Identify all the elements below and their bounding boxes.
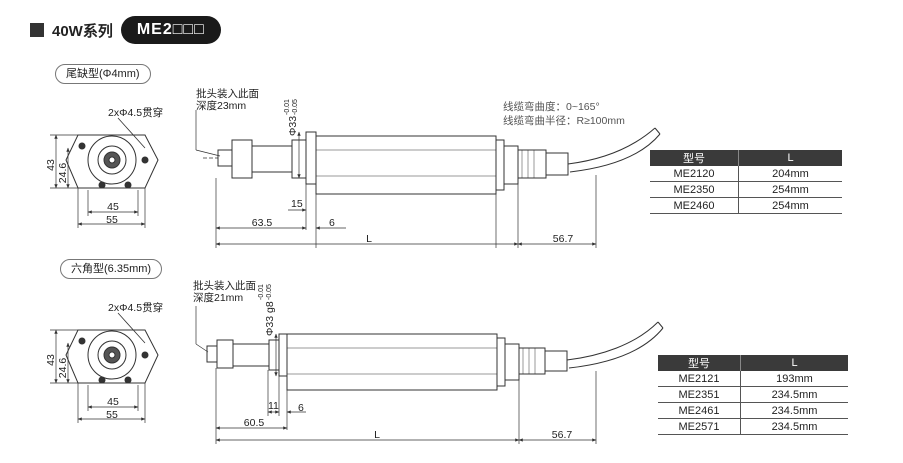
dim-43-1: 43: [45, 159, 57, 171]
hole-note-1: 2xΦ4.5贯穿: [108, 106, 163, 119]
flange-front-view-1: [65, 134, 159, 189]
table-cell: ME2120: [650, 166, 739, 182]
cable-note-1: 线缆弯曲度：0~165°: [503, 100, 600, 113]
tol-lower-1: -0.05: [292, 99, 299, 115]
table-cell: 254mm: [738, 181, 842, 198]
tol-upper-2: -0.01: [258, 284, 265, 300]
dim-55-1: 55: [106, 214, 118, 226]
dia-label-2: Φ33 g8: [264, 301, 276, 336]
dim-11: 11: [268, 400, 279, 412]
table-cell: ME2121: [658, 371, 741, 387]
dim-43-2: 43: [45, 354, 57, 366]
dim-6-2: 6: [298, 402, 304, 414]
dim-55-2: 55: [106, 409, 118, 421]
hole-note-2: 2xΦ4.5贯穿: [108, 301, 163, 314]
series-header: 40W系列 ME2□□□: [30, 16, 221, 44]
model-badge: ME2□□□: [120, 16, 221, 44]
table2-header-model: 型号: [658, 355, 741, 371]
dim-56-7-2: 56.7: [552, 429, 573, 441]
cable-2: [566, 321, 659, 361]
table-cell: ME2351: [658, 386, 741, 403]
table-cell: ME2571: [658, 418, 741, 435]
table-cell: ME2350: [650, 181, 739, 198]
dim-6-1: 6: [329, 217, 335, 229]
bit-note-1a: 批头装入此面: [196, 87, 259, 100]
dia-label-1: Φ33: [287, 116, 299, 136]
bit-note-1b: 深度23mm: [196, 99, 246, 112]
cable-1: [567, 127, 656, 165]
bit-note-2a: 批头装入此面: [193, 279, 256, 292]
table-cell: ME2461: [658, 402, 741, 419]
dim-15: 15: [291, 198, 303, 210]
header-square-icon: [30, 23, 44, 37]
dim-56-7-1: 56.7: [553, 233, 574, 245]
motor-side-view-1: [203, 131, 569, 195]
cable-note-2: 线缆弯曲半径：R≥100mm: [503, 114, 625, 127]
table-cell: 234.5mm: [740, 402, 848, 419]
table-cell: 204mm: [738, 166, 842, 182]
motor-side-view-2: [206, 333, 568, 391]
dim-45-2: 45: [107, 396, 119, 408]
dim-45-1: 45: [107, 201, 119, 213]
dim-60-5: 60.5: [244, 417, 265, 429]
dim-63-5: 63.5: [252, 217, 273, 229]
dim-24-6-2: 24.6: [57, 358, 69, 379]
table2-header-length: L: [740, 355, 848, 371]
section1-tag: 尾缺型(Φ4mm): [55, 64, 151, 84]
series-title: 40W系列: [52, 22, 113, 40]
table-cell: 254mm: [738, 197, 842, 214]
table1-header-length: L: [738, 150, 842, 166]
dim-L-1: L: [366, 233, 372, 245]
table1-header-model: 型号: [650, 150, 739, 166]
tol-upper-1: -0.01: [284, 99, 291, 115]
section2-tag: 六角型(6.35mm): [60, 259, 163, 279]
table-cell: 193mm: [740, 371, 848, 387]
dim-L-2: L: [374, 429, 380, 441]
dim-24-6-1: 24.6: [57, 163, 69, 184]
flange-front-view-2: [65, 329, 159, 384]
tol-lower-2: -0.05: [266, 284, 273, 300]
table-cell: 234.5mm: [740, 418, 848, 435]
table-cell: 234.5mm: [740, 386, 848, 403]
bit-note-2b: 深度21mm: [193, 291, 243, 304]
table-cell: ME2460: [650, 197, 739, 214]
